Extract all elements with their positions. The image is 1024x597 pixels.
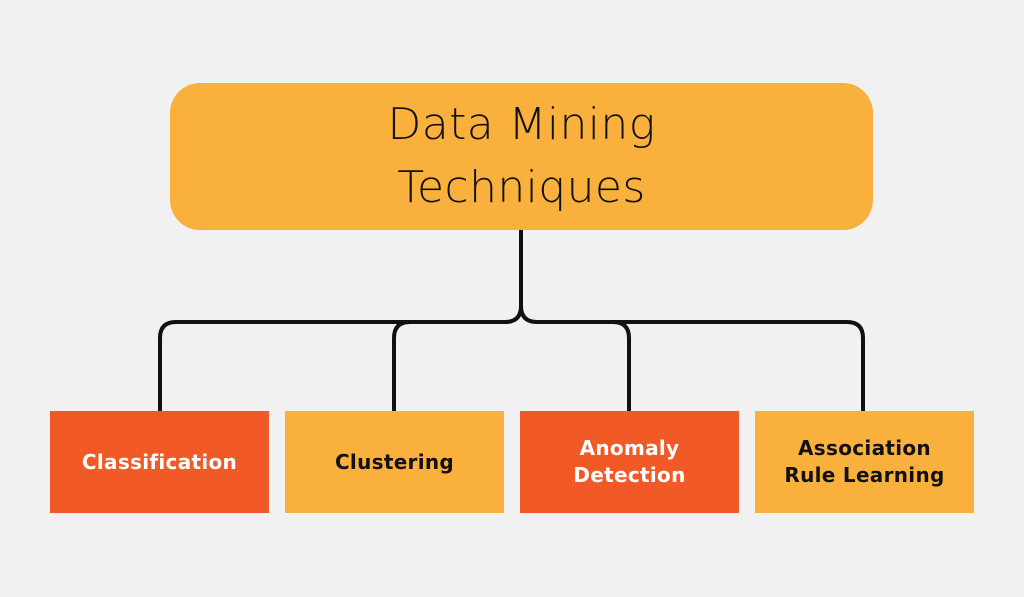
- leaf-node-label-classification: Classification: [81, 449, 238, 474]
- leaf-node-label-association-rule-learning: Association Rule Learning: [784, 436, 945, 487]
- connector-drop-clustering: [392, 320, 411, 411]
- connector-split-right: [519, 305, 538, 324]
- leaf-node-association-rule-learning[interactable]: Association Rule Learning: [755, 411, 974, 513]
- connector-bus-right: [537, 320, 865, 411]
- connector-drop-anomaly: [612, 320, 631, 411]
- leaf-node-label-anomaly-detection: Anomaly Detection: [573, 436, 686, 487]
- leaf-node-label-clustering: Clustering: [334, 449, 455, 474]
- connector-bus-left: [158, 320, 505, 411]
- root-node-data-mining-techniques[interactable]: Data Mining Techniques: [170, 83, 873, 230]
- root-node-label: Data Mining Techniques: [387, 99, 656, 213]
- connector-split-left: [504, 305, 523, 324]
- leaf-node-anomaly-detection[interactable]: Anomaly Detection: [520, 411, 739, 513]
- leaf-node-classification[interactable]: Classification: [50, 411, 269, 513]
- leaf-node-clustering[interactable]: Clustering: [285, 411, 504, 513]
